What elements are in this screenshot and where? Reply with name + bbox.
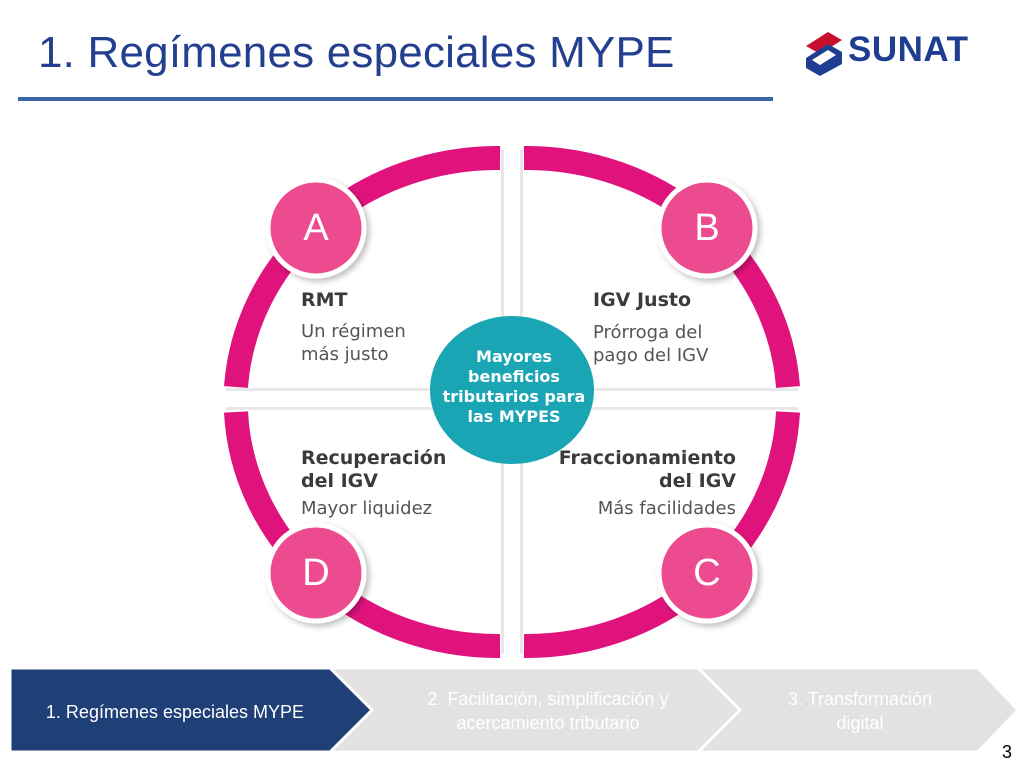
badge-b [656,177,758,279]
quadrant-d-title: Recuperación del IGV [301,447,447,492]
quadrant-d-subtitle: Mayor liquidez [301,498,433,519]
center-circle [430,316,594,464]
page-title: 1. Regímenes especiales MYPE [38,28,675,77]
title-underline [18,97,773,101]
badge-a-letter: A [303,207,329,249]
nav-step-2[interactable]: 2. Facilitación, simplificación y acerca… [427,689,669,733]
quadrant-b-subtitle: Prórroga del pago del IGV [593,322,709,366]
quadrant-c-title: Fraccionamiento del IGV [558,447,736,492]
page-number: 3 [1001,742,1012,762]
quadrant-a-title: RMT [301,289,348,311]
badge-a [265,177,367,279]
logo-emblem-top [806,32,842,54]
quadrant-a-subtitle: Un régimen más justo [301,321,406,365]
quadrant-c-subtitle: Más facilidades [597,498,736,519]
badge-b-letter: B [694,207,720,249]
badge-d-letter: D [302,552,330,594]
badge-c-letter: C [693,552,721,594]
quadrant-b-title: IGV Justo [593,289,692,311]
logo-wordmark: SUNAT [848,30,969,69]
badge-d [265,522,367,624]
nav-step-1[interactable]: 1. Regímenes especiales MYPE [45,702,305,722]
center-label: Mayores beneficios tributarios para las … [442,347,586,426]
nav-step-1-shape [8,666,375,754]
sunat-logo [806,32,842,76]
nav-step-3[interactable]: 3. Transformación digital [787,689,933,733]
badge-c [656,522,758,624]
